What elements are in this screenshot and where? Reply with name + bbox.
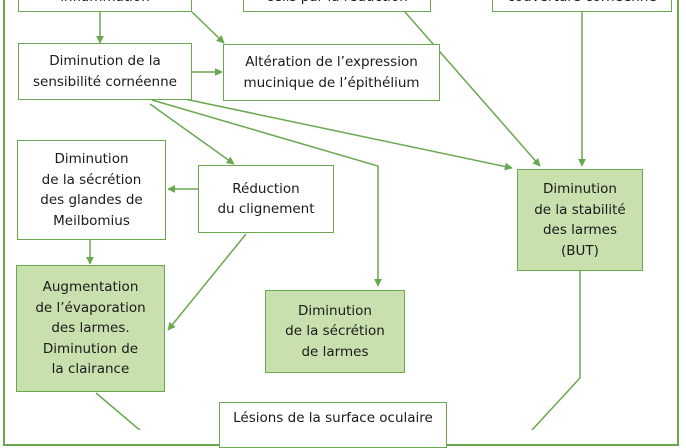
reduction-clignement-box: Réduction du clignement [198, 165, 334, 233]
diminution-meibomius-box: Diminution de la sécrétion des glandes d… [17, 140, 166, 240]
alteration-mucinique-box: Altération de l’expression mucinique de … [223, 44, 440, 101]
arrow-clignement-to-evaporation [167, 233, 247, 331]
arrow-topcenter-to-stabilite [404, 11, 541, 167]
arrow-inflammation-to-alteration [191, 11, 225, 44]
inflammation-box: inflammation [18, 0, 192, 12]
diminution-sensibilite-box: Diminution de la sensibilité cornéenne [18, 43, 192, 100]
top-center-box: cells par la réduction [243, 0, 431, 12]
arrow-stabilite-to-lesions-tail [531, 377, 581, 430]
top-right-box: couverture cornéenne [492, 0, 672, 12]
augmentation-evaporation-box: Augmentation de l’évaporation des larmes… [16, 265, 165, 392]
arrow-sensibilite-to-stabilite [179, 97, 513, 171]
arrow-sensibilite-to-secretion [151, 99, 382, 287]
lesions-surface-box: Lésions de la surface oculaire [219, 402, 447, 448]
diminution-stabilite-box: Diminution de la stabilité des larmes (B… [517, 169, 643, 271]
connector-layer [86, 11, 586, 430]
arrow-sensibilite-to-clignement [149, 103, 235, 165]
diminution-secretion-larmes-box: Diminution de la sécrétion de larmes [265, 290, 405, 373]
arrow-evaporation-to-lesions [95, 392, 141, 430]
